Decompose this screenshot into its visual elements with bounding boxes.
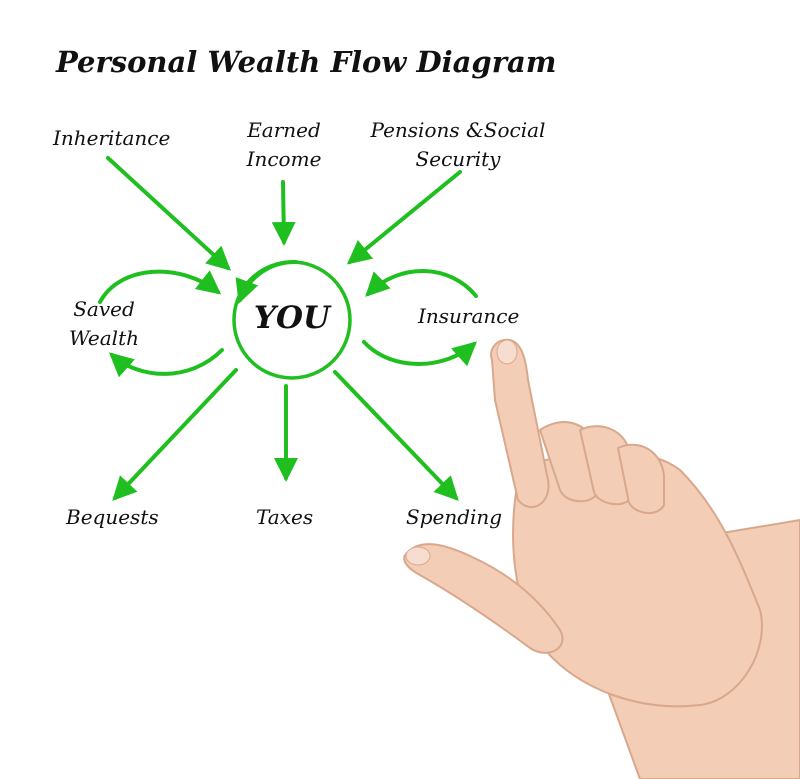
arrow-earned-income [271,180,296,246]
label-spending: Spending [406,505,503,529]
arrow-insurance-out [362,340,477,367]
label-inheritance: Inheritance [53,126,171,150]
arrow-insurance-in [365,269,478,298]
arrow-saved-wealth-in [98,269,222,304]
label-bequests: Bequests [66,505,159,529]
label-pensions-line2: Security [415,147,501,171]
label-insurance: Insurance [418,304,520,328]
label-saved-wealth-line1: Saved [73,297,135,321]
circle-refresh-arrow [235,259,298,304]
arrow-spending [333,370,459,501]
arrow-saved-wealth-out [109,348,224,378]
label-earned-income: Earned Income [236,116,332,174]
page-title: Personal Wealth Flow Diagram [56,45,557,79]
arrow-inheritance [106,156,231,271]
label-pensions: Pensions &Social Security [355,116,561,174]
label-saved-wealth: Saved Wealth [62,295,146,353]
label-earned-income-line2: Income [246,147,322,171]
center-label-you: YOU [253,300,331,336]
arrow-bequests [112,368,238,501]
label-pensions-line1: Pensions &Social [370,118,546,142]
label-earned-income-line1: Earned [247,118,321,142]
label-saved-wealth-line2: Wealth [69,326,139,350]
label-taxes: Taxes [256,505,314,529]
arrow-pensions [346,170,462,265]
